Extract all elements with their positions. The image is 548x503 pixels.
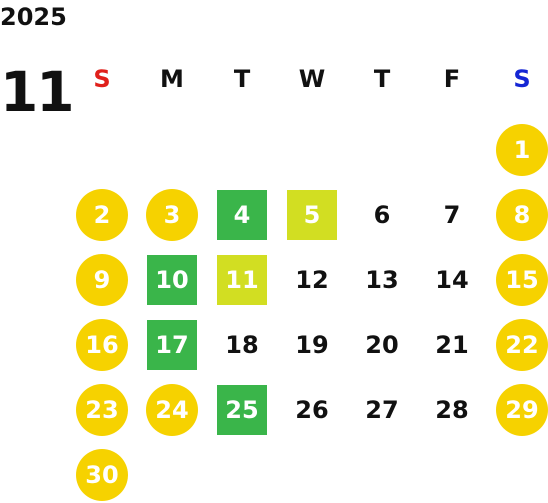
calendar-day-11[interactable]: 11 — [217, 255, 267, 305]
calendar-day-2[interactable]: 2 — [76, 189, 128, 241]
weekday-wednesday: W — [298, 65, 326, 93]
weekday-friday: F — [443, 65, 461, 93]
calendar-day-29[interactable]: 29 — [496, 384, 548, 436]
calendar-day-30[interactable]: 30 — [76, 449, 128, 501]
weekday-saturday: S — [513, 65, 531, 93]
calendar-day-21[interactable]: 21 — [435, 331, 469, 359]
calendar-day-15[interactable]: 15 — [496, 254, 548, 306]
calendar-day-4[interactable]: 4 — [217, 190, 267, 240]
calendar-day-27[interactable]: 27 — [365, 396, 399, 424]
calendar-day-19[interactable]: 19 — [295, 331, 329, 359]
calendar-day-16[interactable]: 16 — [76, 319, 128, 371]
calendar-day-17[interactable]: 17 — [147, 320, 197, 370]
calendar-day-10[interactable]: 10 — [147, 255, 197, 305]
calendar-day-22[interactable]: 22 — [496, 319, 548, 371]
calendar-day-6[interactable]: 6 — [373, 201, 391, 229]
calendar-month: 11 — [0, 60, 75, 124]
calendar-day-23[interactable]: 23 — [76, 384, 128, 436]
calendar-day-9[interactable]: 9 — [76, 254, 128, 306]
weekday-sunday: S — [93, 65, 111, 93]
calendar-day-3[interactable]: 3 — [146, 189, 198, 241]
calendar-day-7[interactable]: 7 — [443, 201, 461, 229]
weekday-thursday: T — [373, 65, 391, 93]
calendar-day-20[interactable]: 20 — [365, 331, 399, 359]
calendar-year: 2025 — [0, 3, 67, 31]
calendar-day-25[interactable]: 25 — [217, 385, 267, 435]
calendar-day-26[interactable]: 26 — [295, 396, 329, 424]
weekday-tuesday: T — [233, 65, 251, 93]
weekday-monday: M — [160, 65, 184, 93]
calendar-day-14[interactable]: 14 — [435, 266, 469, 294]
calendar-day-28[interactable]: 28 — [435, 396, 469, 424]
calendar-day-18[interactable]: 18 — [225, 331, 259, 359]
calendar-day-5[interactable]: 5 — [287, 190, 337, 240]
calendar-day-8[interactable]: 8 — [496, 189, 548, 241]
calendar-day-13[interactable]: 13 — [365, 266, 399, 294]
calendar-day-12[interactable]: 12 — [295, 266, 329, 294]
calendar-day-24[interactable]: 24 — [146, 384, 198, 436]
calendar-day-1[interactable]: 1 — [496, 124, 548, 176]
